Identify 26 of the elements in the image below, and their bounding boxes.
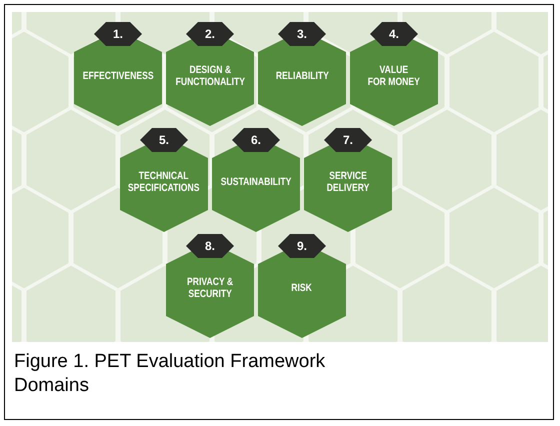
hexagon-tile [304,128,392,232]
domain-name: DESIGN & FUNCTIONALITY [175,64,245,88]
domain-name: SUSTAINABILITY [220,176,292,188]
caption: Figure 1. PET Evaluation Framework Domains [14,350,326,398]
number-badge: 8. [186,234,234,258]
domain-name: RISK [292,282,312,294]
number-badge: 3. [278,22,326,46]
number-badge: 1. [94,22,142,46]
domain-name: EFFECTIVENESS [82,70,154,82]
hexagon-tile [74,22,162,126]
hexagon-tile [120,128,208,232]
domain-name: TECHNICAL SPECIFICATIONS [128,170,200,194]
number-badge: 9. [278,234,326,258]
number-badge: 6. [232,128,280,152]
domain-name: RELIABILITY [275,70,329,82]
number-badge: 4. [370,22,418,46]
hexagon-tile [166,22,254,126]
number-badge: 5. [140,128,188,152]
domain-name: SERVICE DELIVERY [326,170,370,194]
hexagon-tile [212,128,300,232]
number-badge: 7. [324,128,372,152]
hexagon-tile [350,22,438,126]
hexagon-tile [258,22,346,126]
number-badge: 2. [186,22,234,46]
domain-name: VALUE FOR MONEY [368,64,420,88]
domain-name: PRIVACY & SECURITY [186,276,234,300]
